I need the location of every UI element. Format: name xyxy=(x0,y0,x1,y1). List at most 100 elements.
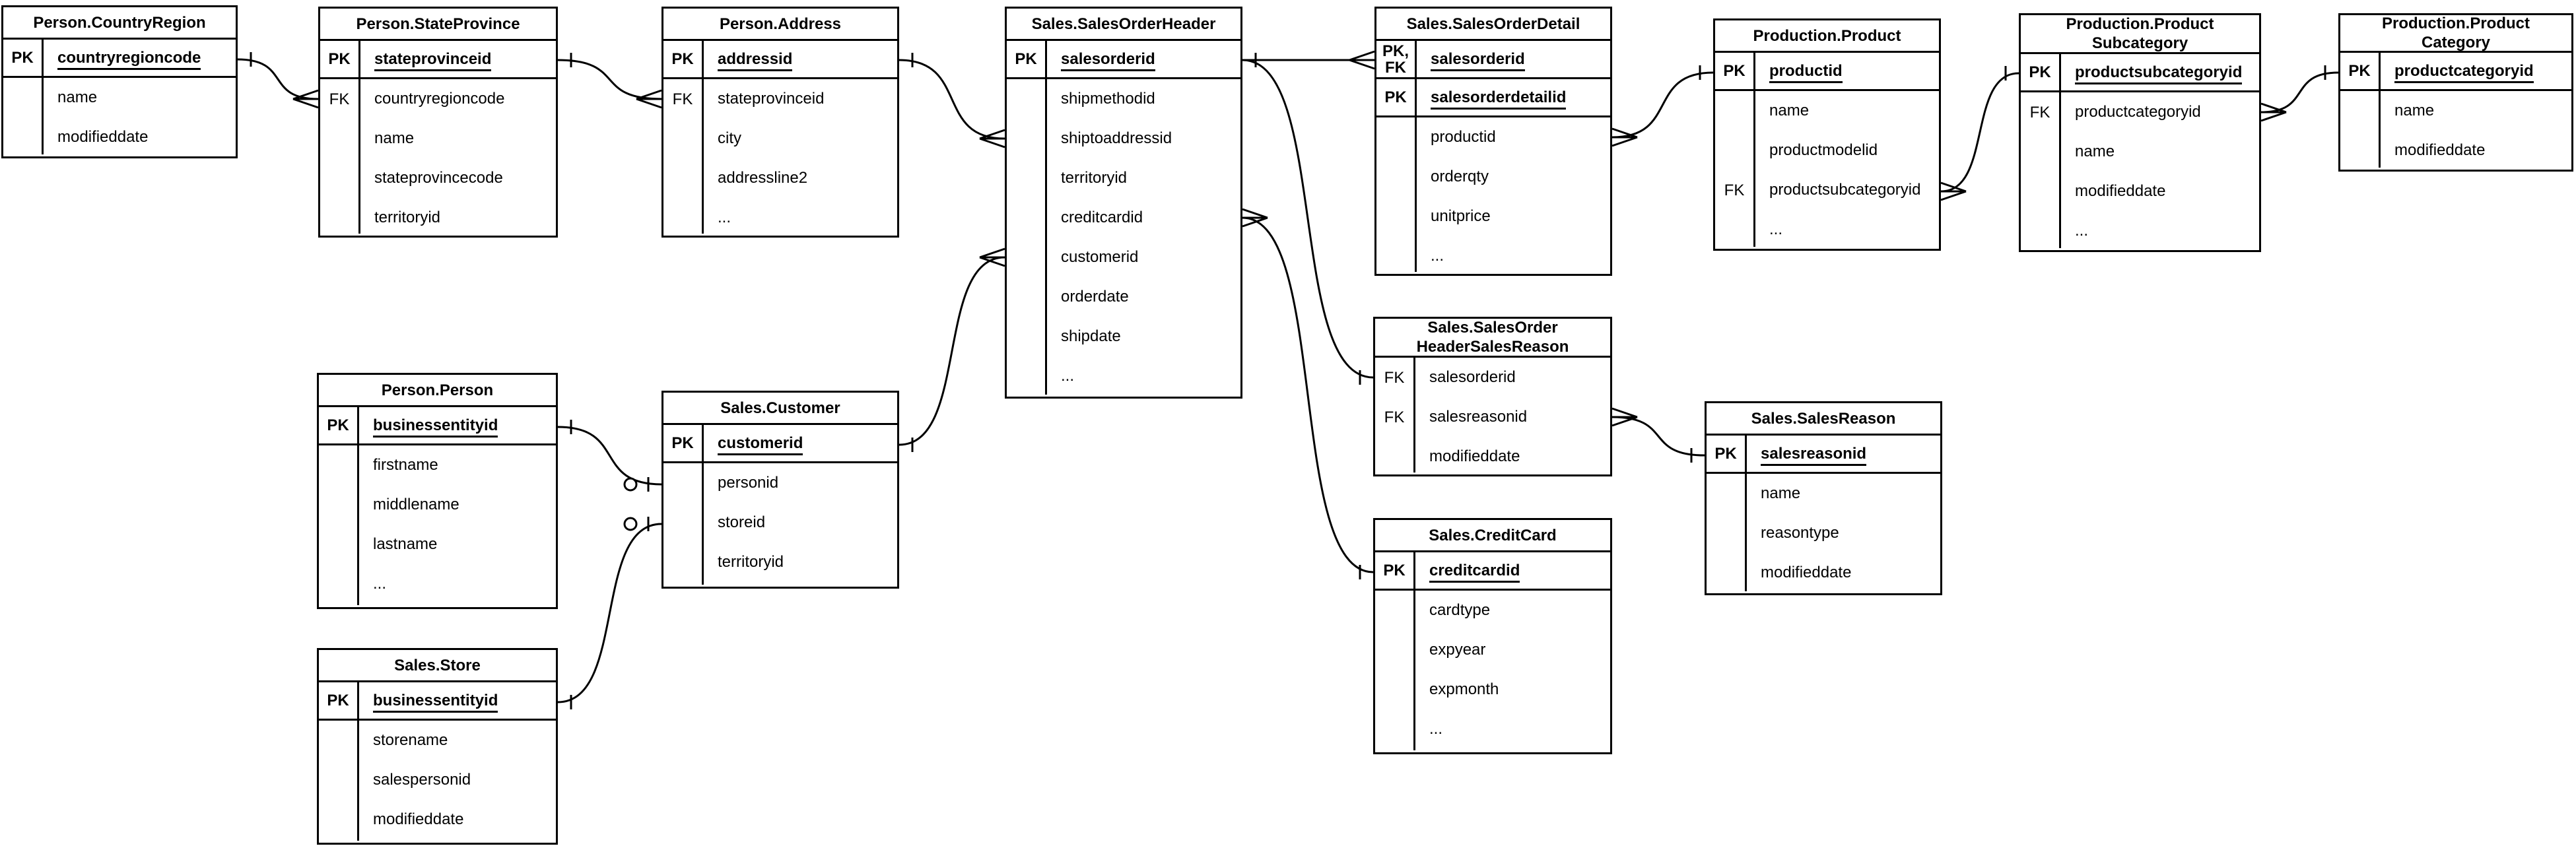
cardinality-many-crowfoot xyxy=(292,89,319,100)
column-name: modifieddate xyxy=(1429,447,1520,465)
entity-body: PK businessentityid storename salespersonid… xyxy=(319,682,556,841)
column-name: salesorderid xyxy=(1429,368,1516,386)
key-column-divider xyxy=(357,407,359,605)
entity-title: Sales.SalesReason xyxy=(1707,403,1940,436)
attribute-row: ... xyxy=(1007,356,1240,396)
column-name: name xyxy=(1769,102,1810,119)
column-name: productid xyxy=(1431,128,1496,146)
column-name-primary-key: stateprovinceid xyxy=(374,49,492,71)
column-name: productcategoryid xyxy=(2075,103,2201,121)
entity-title: Person.StateProvince xyxy=(320,9,556,41)
column-name: storename xyxy=(373,731,448,749)
cardinality-many-crowfoot xyxy=(1611,127,1638,139)
column-name-primary-key: customerid xyxy=(718,434,803,455)
column-name: storeid xyxy=(718,513,766,531)
attribute-row: name xyxy=(3,78,236,117)
column-name: expmonth xyxy=(1429,680,1499,698)
column-name: productsubcategoryid xyxy=(1769,181,1921,199)
cardinality-many-crowfoot xyxy=(979,137,1005,148)
column-name: ... xyxy=(2075,222,2089,240)
column-name: shipmethodid xyxy=(1061,90,1155,108)
relationship-line xyxy=(1611,71,1714,139)
key-column-divider xyxy=(2379,53,2381,168)
column-name: expyear xyxy=(1429,641,1486,659)
cardinality-many-crowfoot xyxy=(636,98,662,109)
key-badge: PK xyxy=(328,50,351,68)
relationship-line xyxy=(237,58,319,100)
key-column-divider xyxy=(1413,552,1415,750)
entity-title: Sales.Store xyxy=(319,650,556,682)
column-name-primary-key: salesreasonid xyxy=(1761,444,1867,466)
key-badge: PK, FK xyxy=(1382,42,1409,77)
key-column-divider xyxy=(358,41,360,234)
attribute-row: unitprice xyxy=(1376,197,1610,236)
key-badge: PK xyxy=(11,49,34,67)
attribute-row: reasontype xyxy=(1707,513,1940,553)
column-name: modifieddate xyxy=(373,810,464,828)
key-badge: FK xyxy=(2029,103,2051,121)
attribute-row: territoryid xyxy=(663,542,897,582)
attribute-row: modifieddate xyxy=(2340,131,2571,170)
attribute-row: stateprovincecode xyxy=(320,158,556,198)
column-name-primary-key: businessentityid xyxy=(373,691,498,713)
attribute-row: storename xyxy=(319,721,556,760)
relationship-line xyxy=(898,59,1005,140)
column-name: salespersonid xyxy=(373,771,471,789)
cardinality-many-crowfoot xyxy=(292,98,319,109)
attribute-row: name xyxy=(2021,132,2259,172)
key-badge: PK xyxy=(1384,88,1407,106)
column-name: name xyxy=(57,88,98,106)
key-row: PK salesorderdetailid xyxy=(1376,79,1610,117)
attribute-row: customerid xyxy=(1007,238,1240,277)
key-badge: PK xyxy=(327,692,349,709)
column-name: name xyxy=(2075,143,2115,160)
column-name: name xyxy=(1761,484,1801,502)
entity-title: Sales.SalesOrder HeaderSalesReason xyxy=(1375,319,1610,358)
key-row: PK businessentityid xyxy=(319,682,556,721)
column-name-primary-key: productsubcategoryid xyxy=(2075,63,2243,84)
key-column-divider xyxy=(1045,41,1047,395)
attribute-row: ... xyxy=(1715,210,1939,249)
column-name: orderqty xyxy=(1431,168,1489,185)
entity-title: Person.Address xyxy=(663,9,897,41)
attribute-row: territoryid xyxy=(1007,158,1240,198)
cardinality-zero-circle xyxy=(623,477,638,492)
column-name-primary-key: salesorderdetailid xyxy=(1431,88,1567,110)
cardinality-many-crowfoot xyxy=(1940,181,1967,193)
column-name: unitprice xyxy=(1431,207,1491,225)
column-name: cardtype xyxy=(1429,601,1491,619)
key-badge: FK xyxy=(1724,181,1745,199)
column-name: ... xyxy=(718,209,731,226)
entity-title: Production.Product Category xyxy=(2340,15,2571,53)
key-badge: PK xyxy=(1383,562,1406,579)
key-column-divider xyxy=(1413,358,1415,472)
key-badge: PK xyxy=(671,434,694,452)
column-name: territoryid xyxy=(1061,169,1128,187)
key-column-divider xyxy=(42,40,44,154)
attribute-row: ... xyxy=(1376,236,1610,276)
column-name: stateprovinceid xyxy=(718,90,825,108)
attribute-row: storeid xyxy=(663,503,897,542)
